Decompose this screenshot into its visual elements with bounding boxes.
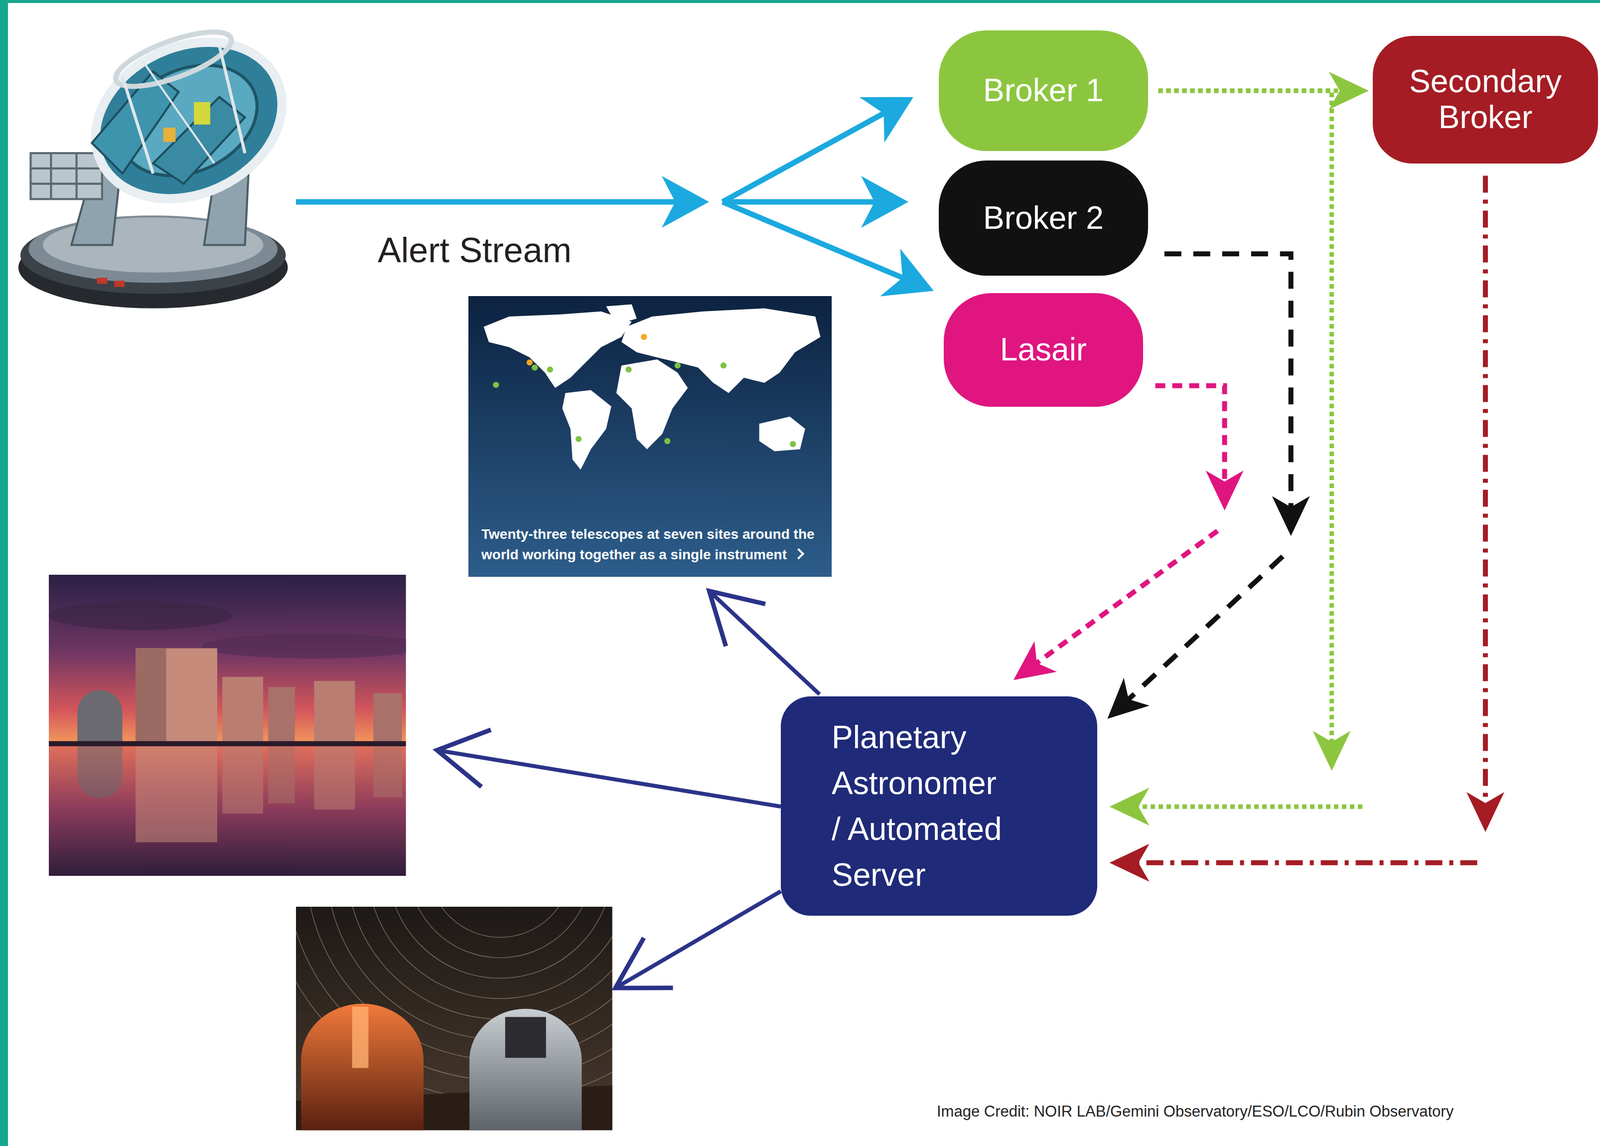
connector-line	[1129, 860, 1478, 866]
node-label: Lasair	[1000, 331, 1087, 369]
world-map-panel	[468, 295, 832, 577]
follow-up-arrow	[615, 890, 781, 988]
alert-stream-arrow	[722, 106, 896, 202]
alert-stream-arrow	[722, 199, 889, 205]
credit-note: Image Credit: NOIR LAB/Gemini Observator…	[936, 1102, 1454, 1121]
connector-line	[1164, 253, 1292, 516]
connector	[1029, 385, 1225, 669]
node-label: Planetary Astronomer / Automated Server	[831, 714, 1010, 898]
chevron-icon	[793, 548, 805, 560]
broker-box: Secondary Broker	[1372, 35, 1599, 164]
node-label: Broker 1	[983, 72, 1104, 110]
connector-line	[1122, 556, 1284, 706]
process-box: Planetary Astronomer / Automated Server	[780, 696, 1098, 916]
observatory-photo	[48, 574, 407, 876]
connector-line	[709, 590, 820, 695]
connector-line	[1029, 530, 1218, 669]
connector	[1129, 175, 1486, 863]
node-label: Twenty-three telescopes at seven sites a…	[481, 523, 826, 565]
connector-line	[1482, 175, 1488, 813]
connector-line	[1158, 90, 1332, 751]
connector	[1122, 253, 1292, 706]
broker-box: Lasair	[943, 292, 1144, 407]
connector-line	[1129, 804, 1363, 809]
observatory-photo	[295, 906, 613, 1131]
telescope-illustration	[18, 12, 308, 309]
map-panel: Twenty-three telescopes at seven sites a…	[468, 295, 832, 577]
node-label: Broker 2	[983, 199, 1104, 237]
node-label: Secondary Broker	[1393, 63, 1578, 136]
frame-border	[0, 0, 1600, 3]
broker-box: Broker 2	[938, 160, 1149, 276]
alert-stream-arrow	[722, 201, 916, 284]
alert-stream-arrow	[295, 199, 690, 205]
follow-up-arrow	[436, 749, 781, 807]
connector	[1129, 90, 1363, 807]
stream-label: Alert Stream	[377, 230, 572, 271]
broker-box: Broker 1	[938, 30, 1149, 151]
frame-border	[0, 0, 8, 1146]
connector-line	[1155, 385, 1225, 491]
connector	[709, 590, 820, 695]
